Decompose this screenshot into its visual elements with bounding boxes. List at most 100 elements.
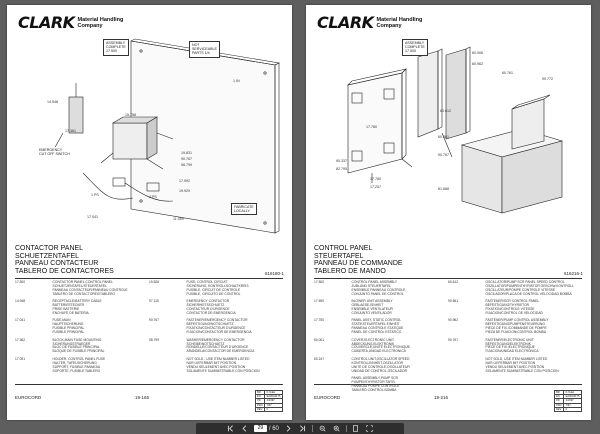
manual-page-left: CLARK Material Handling Company ASSEMB <box>7 5 292 420</box>
part-number: 17.500 <box>15 280 26 284</box>
clark-logo: CLARK Material Handling Company <box>317 13 422 32</box>
next-page-button[interactable] <box>284 424 293 433</box>
part-description: WASHER/EMERGENCY CONTACTOR SCHEIBE/NOTSC… <box>186 337 255 354</box>
parts-list-row: 17.091 HOLDER, CONTROL PANEL FUSE HALTER,… <box>15 356 283 374</box>
total-pages: / 60 <box>268 425 279 432</box>
part-description: PANEL ASSEMBLY,PUMP SCR PUMPENTHYRISTOR … <box>351 376 400 392</box>
zoom-in-button[interactable] <box>332 424 341 433</box>
part-description: CONTROL UNIT,OSCILLATOR SPEED KONTROLLEI… <box>351 356 410 373</box>
revision-value: 0 <box>563 406 582 413</box>
divider <box>314 278 582 279</box>
footer-brand: EUROCORD <box>314 395 341 400</box>
callout-label: 19.920 <box>179 189 190 193</box>
parts-list-row: 17.690 BLOWER UNIT ASSEMBLY GEBLAESE-EINH… <box>314 299 582 316</box>
part-description: NOT SOLD - USE ITEM NUMBER LISTED NUR LI… <box>186 356 260 373</box>
callout-label: 14.948 <box>47 100 58 104</box>
parts-list-row: 14.948 RECEPTACLE/BATTERY CABLE BATTERIES… <box>15 299 283 316</box>
callout-label: 17.041 <box>87 215 98 219</box>
part-description: FUSE, CONTROL CIRCUIT SICHERUNG, KONTROL… <box>186 280 249 296</box>
revision-value: 0 <box>264 406 283 413</box>
part-description: HOLDER, CONTROL PANEL FUSE HALTER, TAFEL… <box>52 356 106 373</box>
clark-logo: CLARK Material Handling Company <box>18 13 123 32</box>
part-description: RECEPTACLE/BATTERY CABLE BATTERIESTECKER… <box>52 299 102 315</box>
first-page-button[interactable] <box>226 424 235 433</box>
part-number: 60.612 <box>447 280 459 284</box>
fit-page-button[interactable] <box>351 424 360 433</box>
part-number: 90.561 <box>447 299 459 304</box>
part-description: CONTROL PANEL ASSEMBLY ZUBLAND STEUERTAF… <box>351 280 406 296</box>
footer-page-number: 19-165 <box>135 395 150 400</box>
callout-label: 17.592 <box>179 179 190 183</box>
part-description: BLOCK,MAIN FUSE MOUNTING SICHERUNGSTRAEG… <box>52 337 105 354</box>
parts-list-row: 17.750 PANEL ASSY, STATIC CONTROL STATIKS… <box>314 319 582 335</box>
footer-brand: EUROCORD <box>15 395 42 400</box>
callout-label: 1 IN <box>233 79 240 83</box>
callout-label: 90.772 <box>542 77 553 81</box>
part-number: 19.826 <box>148 280 160 284</box>
toolbar-separator <box>311 425 313 432</box>
callout-label: 17.780 <box>366 125 377 129</box>
figure-code: 616180-1 <box>264 271 284 276</box>
part-number: 17.750 <box>314 318 325 323</box>
revision-key: REV <box>553 406 565 413</box>
logo-wordmark: CLARK <box>18 13 75 32</box>
part-description: PANEL ASSY, STATIC CONTROL STATIKSTEUERT… <box>351 318 404 335</box>
part-description: CONTACTOR PANEL,CONTROL PANEL SCHUETZENT… <box>52 280 128 296</box>
part-number: 17.362 <box>15 337 26 342</box>
part-description: FASTENER/ELECTRONIC UNIT BEFESTIGUNG/ELE… <box>485 337 539 354</box>
callout-label: 81.668 <box>438 187 449 191</box>
part-number: 17.091 <box>15 356 26 361</box>
fullscreen-button[interactable] <box>365 424 374 433</box>
chevron-right-icon <box>286 425 291 432</box>
part-description: EMERGENCY CONTACTOR SICHERHEITSSCHUETZ C… <box>186 299 236 315</box>
revision-value: 2/1997 <box>264 398 283 404</box>
part-number: 17.690 <box>314 299 325 304</box>
part-number: 17.041 <box>15 318 26 323</box>
part-description: FASTENER/SCR CONTROL PANEL BEFESTIGUNG/T… <box>485 299 543 315</box>
parts-list: 17.500 CONTACTOR PANEL,CONTROL PANEL SCHU… <box>15 280 283 377</box>
divider <box>15 278 283 279</box>
callout-label: 17.257 <box>370 185 381 189</box>
control-panel-drawing <box>347 46 564 214</box>
revision-key: REV <box>254 406 266 413</box>
last-page-button[interactable] <box>298 424 307 433</box>
divider <box>15 384 283 385</box>
part-number: 60.247 <box>314 356 325 361</box>
part-number <box>149 358 187 374</box>
part-description: BLOWER UNIT ASSEMBLY GEBLAESE-EINHEIT EN… <box>351 299 393 315</box>
last-page-icon <box>300 425 305 432</box>
part-number: 14.948 <box>15 299 26 304</box>
callout-label: 82.795 <box>336 167 347 171</box>
part-description: COVER,ELECTRONIC UNIT ABDECKUNG,ELEKTRON… <box>351 337 410 354</box>
callout-label: 60.962 <box>472 62 483 66</box>
zoom-out-button[interactable] <box>318 424 327 433</box>
manual-page-right: CLARK Material Handling Company ASSEMBLY… <box>306 5 591 420</box>
part-number: 90.767 <box>148 318 160 323</box>
callout-label: 90.337 <box>336 159 347 163</box>
callout-label: 1 PS <box>91 193 99 197</box>
figure-title: CONTACTOR PANEL SCHUETZENTAFEL PANNEAU C… <box>15 245 114 275</box>
callout-label: 90.767 <box>438 153 449 157</box>
logo-wordmark: CLARK <box>317 13 374 32</box>
logo-subtitle: Material Handling Company <box>376 16 423 29</box>
part-number: 90.962 <box>447 318 459 323</box>
parts-list-row: 60.247 CONTROL UNIT,OSCILLATOR SPEED KONT… <box>314 356 582 374</box>
parts-list-row: 17.362 BLOCK,MAIN FUSE MOUNTING SICHERUNG… <box>15 337 283 355</box>
page-number-input[interactable]: 29 <box>253 425 267 432</box>
page-indicator: 29 / 60 <box>253 425 279 432</box>
callout-label: 60.906 <box>472 51 483 55</box>
previous-page-button[interactable] <box>240 424 249 433</box>
